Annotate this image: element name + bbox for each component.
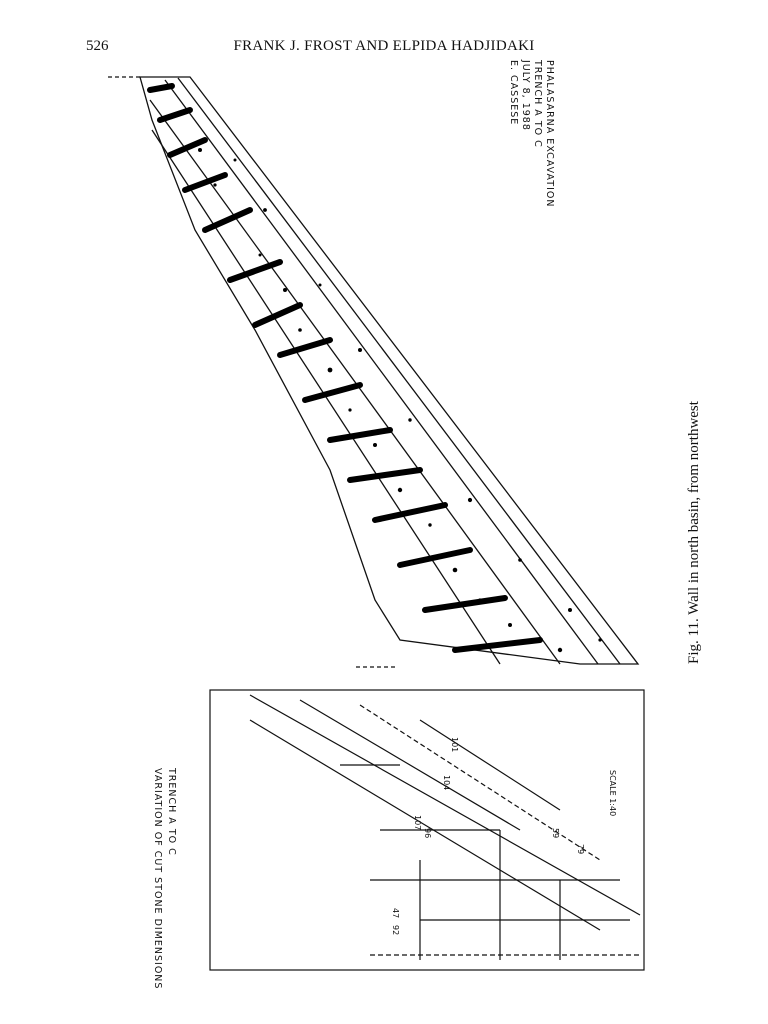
wall-texture bbox=[198, 148, 602, 653]
dimension-label: 59 bbox=[551, 828, 560, 838]
dimension-label: 104 bbox=[442, 775, 451, 790]
diagram-label: TRENCH A TO C VARIATION OF CUT STONE DIM… bbox=[150, 768, 178, 989]
diagram-scale: SCALE 1:40 bbox=[608, 770, 617, 816]
running-head: FRANK J. FROST AND ELPIDA HADJIDAKI bbox=[233, 38, 535, 54]
diagram-label-line: TRENCH A TO C bbox=[166, 768, 177, 856]
dimension-label: 47 bbox=[391, 908, 400, 918]
diagram-dimension-labels: 101 104 107 96 59 92 47 79 SCALE 1:40 bbox=[391, 737, 617, 935]
dimension-label: 96 bbox=[423, 828, 432, 838]
dimension-label: 79 bbox=[576, 844, 585, 854]
drawing-label-line: TRENCH A TO C bbox=[532, 60, 543, 148]
dimension-label: 107 bbox=[413, 815, 422, 830]
wall-drawing bbox=[139, 76, 640, 665]
dimension-label: 92 bbox=[391, 925, 400, 935]
dimension-label: 101 bbox=[450, 737, 459, 752]
wall-stone-joints bbox=[147, 83, 543, 653]
stone-dimension-diagram bbox=[209, 689, 645, 971]
figure-caption: Fig. 11. Wall in north basin, from north… bbox=[686, 401, 702, 664]
drawing-label-line: PHALASARNA EXCAVATION bbox=[544, 60, 555, 208]
diagram-label-line: VARIATION OF CUT STONE DIMENSIONS bbox=[152, 768, 163, 990]
drawing-label: PHALASARNA EXCAVATION TRENCH A TO C JULY… bbox=[507, 60, 555, 208]
drawing-label-line: E. CASSESE bbox=[508, 60, 519, 126]
drawing-label-line: JULY 8, 1988 bbox=[520, 60, 531, 131]
page-number: 526 bbox=[86, 38, 109, 54]
